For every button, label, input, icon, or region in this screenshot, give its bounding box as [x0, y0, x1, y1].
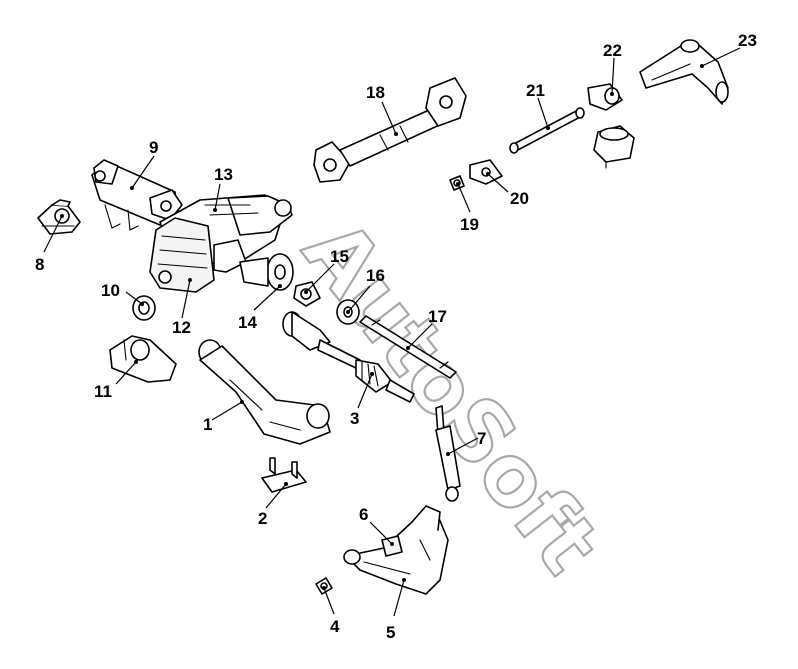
- callout-5: 5: [386, 623, 395, 642]
- callout-8: 8: [35, 255, 44, 274]
- callout-6: 6: [359, 505, 368, 524]
- callout-22: 22: [603, 41, 622, 60]
- leader-lines: [43, 47, 741, 617]
- callout-14: 14: [238, 313, 257, 332]
- callout-21: 21: [526, 81, 545, 100]
- part-2-stud-plate: [261, 457, 307, 493]
- part-7-shock-absorber: [435, 405, 461, 502]
- part-22-bushing: [587, 83, 623, 111]
- part-8-mount-bracket: [37, 199, 81, 235]
- callout-15: 15: [330, 247, 349, 266]
- part-21-rod: [509, 107, 585, 154]
- callout-23: 23: [738, 31, 757, 50]
- callout-9: 9: [149, 138, 158, 157]
- callouts: 1 2 3 4 5 6 7 8 9 10 11 12 13 14 15 16 1…: [35, 31, 757, 642]
- part-rubber-mount: [593, 125, 635, 169]
- part-3-drive-shaft: [282, 311, 415, 403]
- part-23-upper-arm: [639, 39, 729, 105]
- part-5-lower-arm: [343, 505, 449, 595]
- callout-10: 10: [101, 281, 120, 300]
- callout-4: 4: [330, 617, 340, 636]
- callout-16: 16: [366, 266, 385, 285]
- part-15-inner-joint: [293, 281, 321, 307]
- callout-2: 2: [258, 509, 267, 528]
- callout-7: 7: [477, 429, 486, 448]
- callout-18: 18: [366, 83, 385, 102]
- part-13-differential-housing: [159, 194, 293, 266]
- part-20-bracket: [469, 159, 503, 185]
- part-12-differential-cover: [149, 217, 247, 293]
- part-9-crossmember: [91, 159, 183, 231]
- callout-19: 19: [460, 215, 479, 234]
- callout-13: 13: [214, 165, 233, 184]
- callout-3: 3: [350, 409, 359, 428]
- part-18-propeller-shaft: [313, 77, 467, 183]
- part-1-link-arm: [198, 339, 331, 445]
- part-11-bracket: [109, 335, 177, 383]
- callout-11: 11: [94, 382, 112, 401]
- callout-20: 20: [510, 189, 529, 208]
- callout-17: 17: [428, 307, 447, 326]
- part-14-flange: [239, 253, 294, 291]
- callout-12: 12: [172, 318, 191, 337]
- callout-1: 1: [203, 415, 212, 434]
